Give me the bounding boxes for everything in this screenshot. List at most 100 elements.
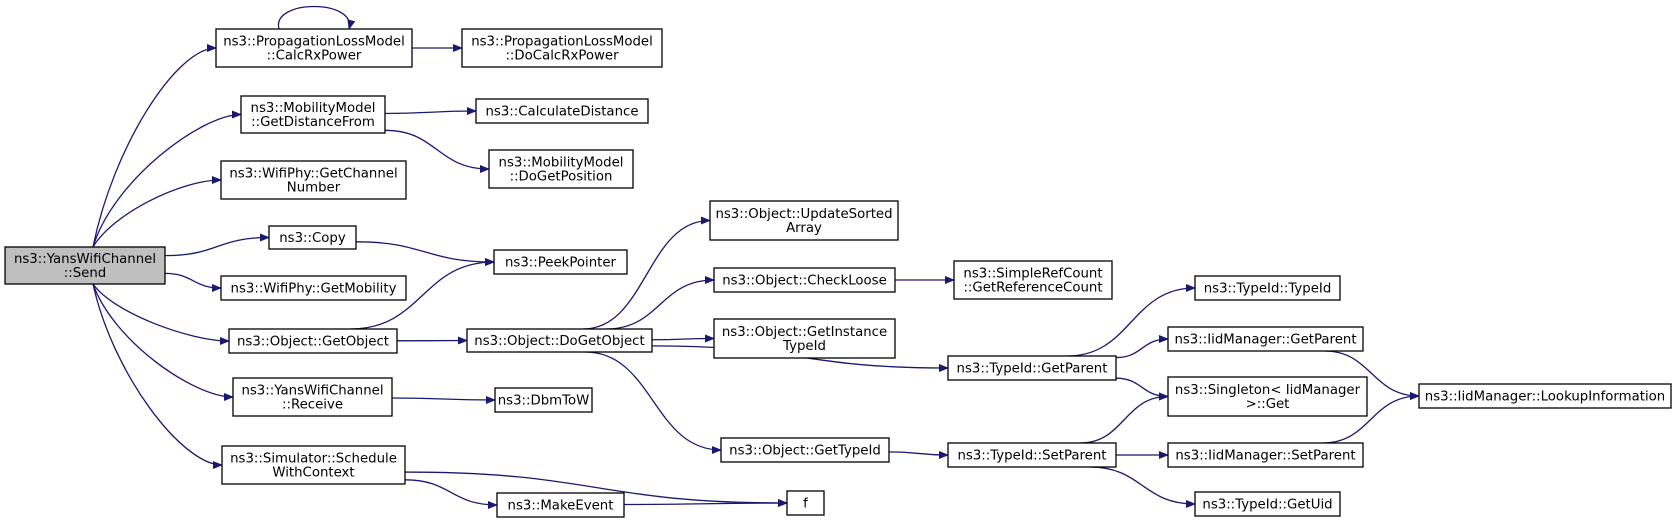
node-peek[interactable]: ns3::PeekPointer (493, 249, 628, 275)
node-box[interactable] (713, 318, 896, 359)
node-label: ns3::Singleton< IidManager (1175, 383, 1361, 398)
node-label: ns3::Object::CheckLoose (722, 274, 887, 289)
node-receive[interactable]: ns3::YansWifiChannel::Receive (232, 377, 393, 417)
node-box[interactable] (1194, 491, 1341, 517)
node-dbmtow[interactable]: ns3::DbmToW (494, 387, 593, 413)
node-label: ns3::MobilityModel (499, 156, 624, 171)
node-box[interactable] (228, 328, 398, 354)
node-docalcrx[interactable]: ns3::PropagationLossModel::DoCalcRxPower (461, 28, 663, 68)
node-send[interactable]: ns3::YansWifiChannel::Send (4, 246, 166, 285)
node-label: ::DoCalcRxPower (505, 49, 619, 64)
node-box[interactable] (494, 387, 593, 413)
node-box[interactable] (496, 492, 625, 518)
node-label: ns3::Object::UpdateSorted (715, 207, 892, 222)
node-label: ns3::IidManager::GetParent (1174, 333, 1356, 348)
node-box[interactable] (215, 28, 413, 68)
node-label: ns3::WifiPhy::GetMobility (231, 282, 397, 297)
node-getrefcount[interactable]: ns3::SimpleRefCount::GetReferenceCount (953, 260, 1113, 300)
node-box[interactable] (488, 149, 634, 189)
node-label: ns3::Object::GetTypeId (729, 444, 881, 459)
node-label: Number (287, 181, 341, 196)
node-label: ::CalcRxPower (267, 49, 362, 64)
node-label: ns3::IidManager::SetParent (1175, 449, 1355, 464)
node-box[interactable] (1418, 383, 1672, 409)
node-box[interactable] (1194, 275, 1341, 301)
node-box[interactable] (1167, 376, 1368, 417)
nodes-layer: ns3::YansWifiChannel::Send ns3::Propagati… (4, 28, 1672, 518)
edge-calcrx-to-calcrx (278, 5, 356, 30)
node-label: ns3::WifiPhy::GetChannel (229, 167, 397, 182)
node-box[interactable] (709, 200, 899, 241)
node-getmob[interactable]: ns3::WifiPhy::GetMobility (220, 275, 407, 301)
edge-schedule-to-f (404, 471, 788, 507)
node-getdist[interactable]: ns3::MobilityModel::GetDistanceFrom (240, 95, 386, 134)
node-box[interactable] (220, 160, 407, 200)
node-checkloose[interactable]: ns3::Object::CheckLoose (713, 267, 896, 293)
node-tid_getparent[interactable]: ns3::TypeId::GetParent (947, 355, 1117, 381)
node-dogetobj[interactable]: ns3::Object::DoGetObject (466, 328, 653, 353)
node-tid_getuid[interactable]: ns3::TypeId::GetUid (1194, 491, 1341, 517)
node-box[interactable] (720, 437, 890, 463)
node-box[interactable] (1167, 326, 1364, 352)
edge-receive-to-dbmtow (391, 395, 496, 404)
node-box[interactable] (493, 249, 628, 275)
node-makeevent[interactable]: ns3::MakeEvent (496, 492, 625, 518)
edge-dogetobj-to-checkloose (606, 276, 715, 330)
edge-send-to-schedule (92, 283, 223, 469)
edge-tid_setparent-to-singleton (1080, 392, 1169, 444)
node-label: ::GetDistanceFrom (251, 115, 375, 130)
node-box[interactable] (240, 95, 386, 134)
node-calcrx[interactable]: ns3::PropagationLossModel::CalcRxPower (215, 28, 413, 68)
node-label: ns3::YansWifiChannel (241, 384, 383, 399)
node-box[interactable] (786, 490, 825, 516)
node-box[interactable] (220, 275, 407, 301)
node-copy[interactable]: ns3::Copy (268, 225, 357, 250)
node-label: ns3::TypeId::GetParent (957, 362, 1108, 377)
edge-schedule-to-makeevent (404, 479, 498, 509)
node-label: ns3::Object::DoGetObject (474, 334, 644, 349)
node-label: ns3::PropagationLossModel (471, 35, 653, 50)
node-label: ::Receive (282, 398, 343, 413)
node-label: WithContext (272, 466, 354, 481)
node-box[interactable] (475, 98, 649, 124)
node-box[interactable] (461, 28, 663, 68)
edge-send-to-getmob (164, 272, 222, 292)
node-label: ns3::TypeId::SetParent (957, 449, 1106, 464)
node-f[interactable]: f (786, 490, 825, 516)
node-box[interactable] (232, 377, 393, 417)
node-box[interactable] (268, 225, 357, 250)
node-gettypeid[interactable]: ns3::Object::GetTypeId (720, 437, 890, 463)
node-dogetpos[interactable]: ns3::MobilityModel::DoGetPosition (488, 149, 634, 189)
node-label: ::GetReferenceCount (963, 281, 1102, 296)
node-box[interactable] (4, 246, 166, 285)
node-getobj[interactable]: ns3::Object::GetObject (228, 328, 398, 354)
edges-layer (92, 5, 1420, 509)
node-box[interactable] (713, 267, 896, 293)
edge-iid_setparent-to-lookup (1322, 392, 1420, 444)
node-box[interactable] (1167, 442, 1364, 468)
node-box[interactable] (947, 442, 1117, 468)
node-label: >::Get (1246, 397, 1290, 412)
edge-tid_getparent-to-singleton (1115, 377, 1169, 401)
node-lookup[interactable]: ns3::IidManager::LookupInformation (1418, 383, 1672, 409)
node-label: ns3::Copy (279, 231, 346, 246)
node-iid_setparent[interactable]: ns3::IidManager::SetParent (1167, 442, 1364, 468)
node-box[interactable] (947, 355, 1117, 381)
node-tid_typeid[interactable]: ns3::TypeId::TypeId (1194, 275, 1341, 301)
edge-iid_getparent-to-lookup (1324, 350, 1420, 400)
node-box[interactable] (221, 445, 406, 485)
node-tid_setparent[interactable]: ns3::TypeId::SetParent (947, 442, 1117, 468)
node-box[interactable] (953, 260, 1113, 300)
node-label: ns3::DbmToW (498, 394, 590, 409)
node-box[interactable] (466, 328, 653, 353)
node-calcdist[interactable]: ns3::CalculateDistance (475, 98, 649, 124)
node-label: TypeId (782, 339, 826, 354)
node-iid_getparent[interactable]: ns3::IidManager::GetParent (1167, 326, 1364, 352)
node-singleton[interactable]: ns3::Singleton< IidManager>::Get (1167, 376, 1368, 417)
node-label: ns3::Object::GetObject (237, 335, 389, 350)
node-label: ns3::MobilityModel (251, 101, 376, 116)
